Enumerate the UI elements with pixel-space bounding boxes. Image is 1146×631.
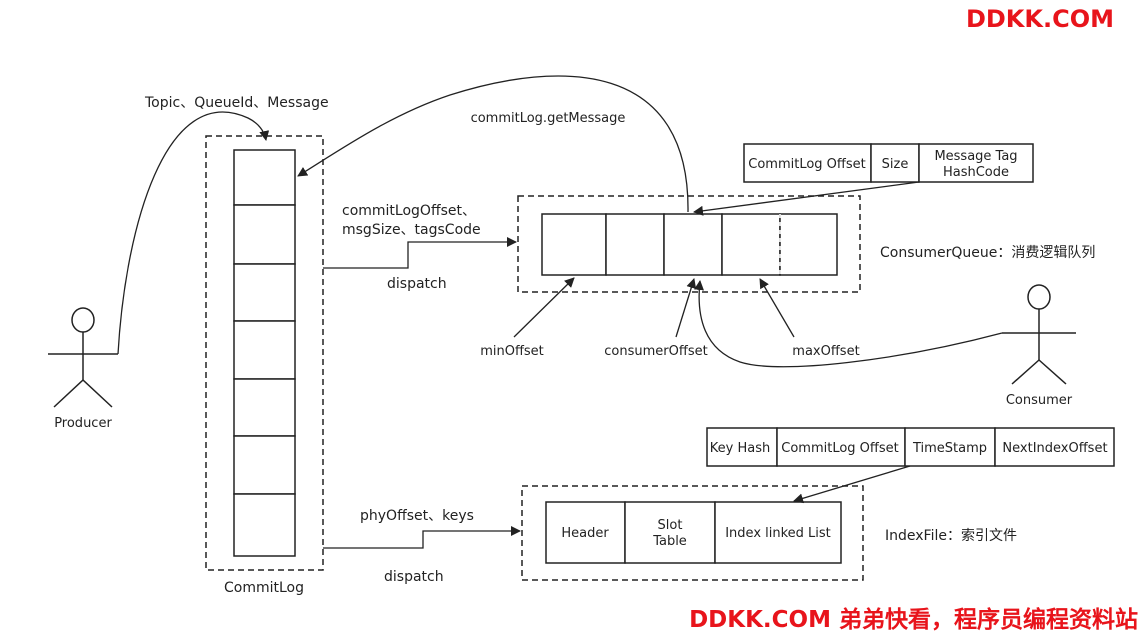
- commitlog-cell: [233, 149, 296, 206]
- index-field-key-hash: Key Hash: [710, 441, 770, 456]
- max-offset-arrow: [759, 278, 795, 338]
- cq-cell: [541, 213, 607, 276]
- cq-field-tag-line2: HashCode: [943, 165, 1009, 180]
- cq-cell: [721, 213, 781, 276]
- consumer-label: Consumer: [1006, 393, 1073, 408]
- commitlog-label: CommitLog: [224, 580, 304, 596]
- index-slot-line2: Table: [652, 534, 687, 549]
- index-list-label: Index linked List: [725, 526, 831, 541]
- producer-actor: [48, 307, 118, 408]
- consumequeue-cells: [541, 213, 838, 276]
- cq-cell: [605, 213, 665, 276]
- consumer-offset-label: consumerOffset: [604, 344, 707, 359]
- watermark-bottom: DDKK.COM 弟弟快看，程序员编程资料站: [689, 606, 1138, 631]
- index-list-cell: [714, 501, 842, 564]
- consumequeue-container: [517, 195, 861, 293]
- indexfile-label: IndexFile：索引文件: [885, 527, 1017, 544]
- producer-message-label: Topic、QueueId、Message: [144, 95, 329, 111]
- dispatch-cq-label: dispatch: [387, 276, 447, 292]
- cq-field-offset: CommitLog Offset: [748, 157, 865, 172]
- index-slot-cell: [624, 501, 716, 564]
- watermark-top: DDKK.COM: [966, 5, 1114, 33]
- get-message-label: commitLog.getMessage: [471, 111, 626, 126]
- dispatch-index-label: dispatch: [384, 569, 444, 585]
- index-header-label: Header: [561, 526, 609, 541]
- min-offset-label: minOffset: [480, 344, 544, 359]
- max-offset-label: maxOffset: [792, 344, 859, 359]
- index-field-offset: CommitLog Offset: [781, 441, 898, 456]
- index-entry-format: [706, 427, 1115, 467]
- commitlog-cell: [233, 378, 296, 437]
- cq-entry-format: [743, 143, 1034, 183]
- indexfile-cells: [545, 501, 842, 564]
- dispatch-index-arrow: [323, 526, 521, 549]
- dispatch-cq-arrow: [323, 237, 517, 269]
- dispatch-cq-fields-line1: commitLogOffset、: [342, 203, 476, 219]
- cq-cell: [663, 213, 723, 276]
- commitlog-cells: [233, 149, 296, 557]
- indexfile-container: [521, 485, 864, 581]
- index-field-timestamp: TimeStamp: [912, 441, 987, 456]
- commitlog-cell: [233, 320, 296, 380]
- index-header-cell: [545, 501, 626, 564]
- cq-cell: [779, 213, 838, 276]
- cq-entry-pointer: [693, 181, 920, 216]
- dispatch-index-fields: phyOffset、keys: [360, 508, 474, 524]
- commitlog-cell: [233, 263, 296, 322]
- consumer-pull-arrow: [694, 280, 1003, 368]
- producer-label: Producer: [54, 416, 112, 431]
- cq-field-size: Size: [882, 157, 909, 172]
- get-message-arrow: [297, 75, 689, 213]
- index-field-next: NextIndexOffset: [1002, 441, 1107, 456]
- consumer-actor: [1002, 284, 1076, 385]
- min-offset-arrow: [513, 277, 575, 338]
- commitlog-cell: [233, 204, 296, 265]
- dispatch-cq-fields-line2: msgSize、tagsCode: [342, 222, 481, 238]
- commitlog-container: [205, 135, 324, 571]
- producer-write-arrow: [117, 111, 270, 355]
- index-entry-pointer: [793, 465, 911, 504]
- consumequeue-label: ConsumerQueue：消费逻辑队列: [880, 245, 1095, 261]
- cq-field-tag-line1: Message Tag: [934, 149, 1017, 164]
- consumer-offset-arrow: [675, 278, 697, 338]
- commitlog-cell: [233, 435, 296, 495]
- index-slot-line1: Slot: [658, 518, 683, 533]
- commitlog-cell: [233, 493, 296, 557]
